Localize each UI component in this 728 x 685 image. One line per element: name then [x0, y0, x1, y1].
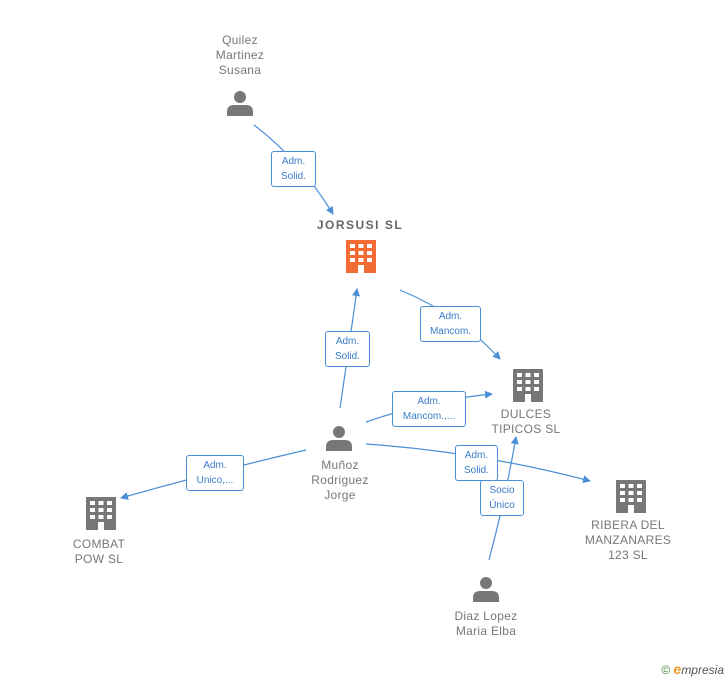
edge-label-jorsusi-dulces: Adm. Mancom.	[420, 306, 481, 342]
building-icon[interactable]	[616, 480, 646, 513]
edge-label-diaz-dulces: Socio Único	[480, 480, 524, 516]
edge-label-munoz-ribera: Adm. Solid.	[455, 445, 498, 481]
node-label-ribera[interactable]: RIBERA DEL MANZANARES 123 SL	[584, 518, 672, 562]
person-icon[interactable]	[473, 577, 499, 602]
node-label-dulces[interactable]: DULCES TIPICOS SL	[491, 407, 561, 436]
edge-label-quilez-jorsusi: Adm. Solid.	[271, 151, 316, 187]
edge-label-munoz-dulces: Adm. Mancom.,...	[392, 391, 466, 427]
node-label-quilez[interactable]: Quilez Martinez Susana	[215, 33, 265, 77]
building-icon[interactable]	[513, 369, 543, 402]
building-icon-main[interactable]	[346, 240, 376, 273]
person-icon[interactable]	[326, 426, 352, 451]
empresia-logo[interactable]: © empresia	[661, 661, 724, 677]
node-label-diaz[interactable]: Diaz Lopez Maria Elba	[454, 609, 518, 638]
edge-label-munoz-combat: Adm. Unico,...	[186, 455, 244, 491]
copyright-symbol: ©	[661, 663, 671, 677]
node-label-combat[interactable]: COMBAT POW SL	[72, 537, 126, 566]
brand-logo-e: e	[673, 661, 682, 677]
person-icon[interactable]	[227, 91, 253, 116]
building-icon[interactable]	[86, 497, 116, 530]
edge-label-munoz-jorsusi: Adm. Solid.	[325, 331, 370, 367]
node-label-munoz[interactable]: Muñoz Rodriguez Jorge	[311, 458, 369, 502]
brand-logo-text: mpresia	[681, 663, 724, 677]
node-label-jorsusi[interactable]: JORSUSI SL	[316, 218, 404, 232]
